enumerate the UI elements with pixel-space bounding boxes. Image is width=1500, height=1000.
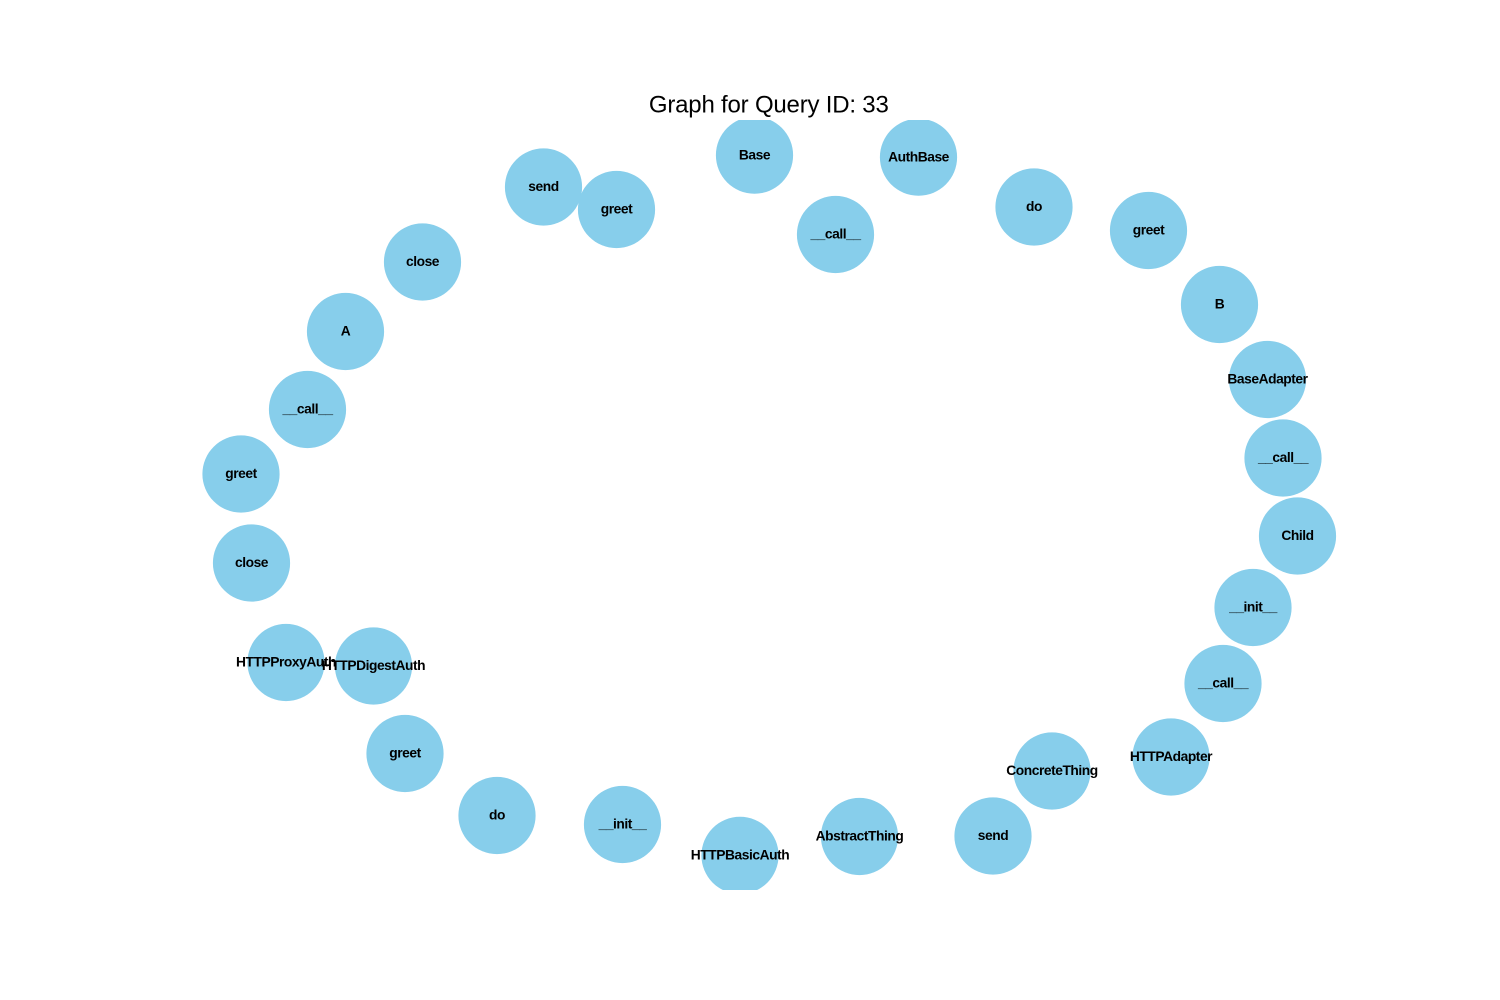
svg-text:HTTPDigestAuth: HTTPDigestAuth bbox=[322, 658, 425, 673]
svg-text:greet: greet bbox=[601, 202, 633, 217]
svg-text:close: close bbox=[235, 555, 269, 570]
svg-text:greet: greet bbox=[225, 466, 257, 481]
svg-text:Child: Child bbox=[1281, 528, 1313, 543]
svg-text:__init__: __init__ bbox=[1228, 600, 1278, 615]
svg-text:BaseAdapter: BaseAdapter bbox=[1227, 372, 1308, 387]
svg-text:do: do bbox=[489, 808, 505, 823]
svg-text:AuthBase: AuthBase bbox=[888, 149, 950, 164]
svg-text:__call__: __call__ bbox=[809, 227, 861, 242]
svg-text:Base: Base bbox=[739, 147, 771, 162]
svg-text:greet: greet bbox=[1133, 223, 1165, 238]
svg-text:greet: greet bbox=[389, 746, 421, 761]
svg-text:AbstractThing: AbstractThing bbox=[816, 829, 904, 844]
svg-text:__call__: __call__ bbox=[1257, 450, 1309, 465]
svg-text:Graph for Query ID: 33: Graph for Query ID: 33 bbox=[649, 92, 889, 119]
svg-text:A: A bbox=[341, 324, 351, 339]
svg-text:HTTPAdapter: HTTPAdapter bbox=[1130, 749, 1213, 764]
svg-text:B: B bbox=[1215, 297, 1225, 312]
svg-text:send: send bbox=[528, 179, 558, 194]
svg-text:__call__: __call__ bbox=[281, 402, 333, 417]
svg-text:send: send bbox=[978, 828, 1008, 843]
svg-text:close: close bbox=[406, 254, 440, 269]
svg-text:__call__: __call__ bbox=[1197, 676, 1249, 691]
svg-text:__init__: __init__ bbox=[598, 817, 648, 832]
svg-text:do: do bbox=[1026, 199, 1042, 214]
svg-text:HTTPBasicAuth: HTTPBasicAuth bbox=[691, 848, 789, 863]
svg-text:HTTPProxyAuth: HTTPProxyAuth bbox=[236, 655, 336, 670]
svg-text:ConcreteThing: ConcreteThing bbox=[1006, 763, 1098, 778]
